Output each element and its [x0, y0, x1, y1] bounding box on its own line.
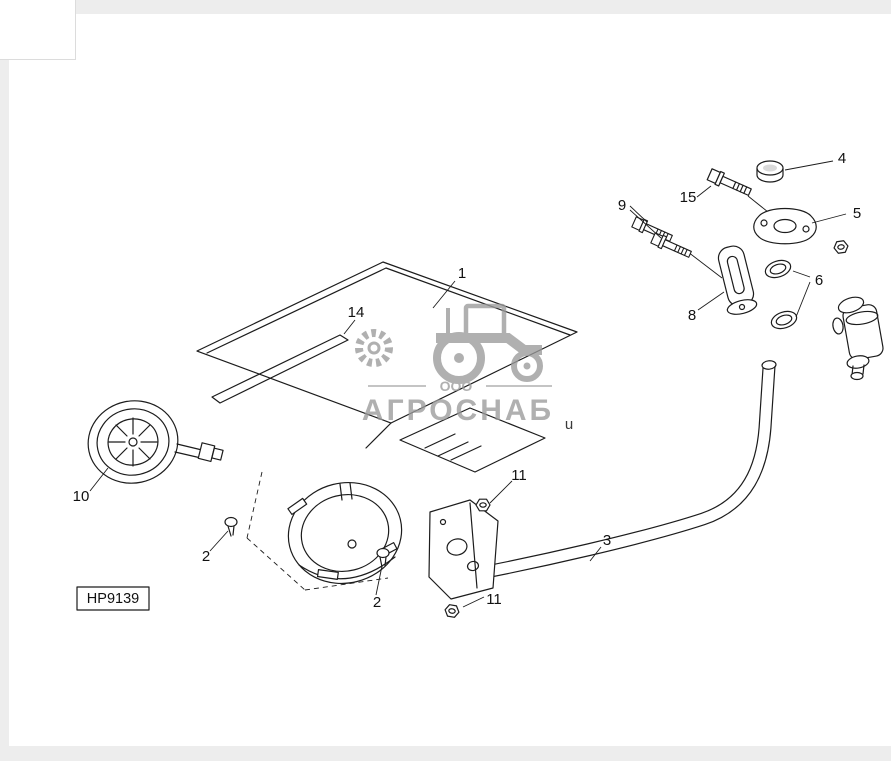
bolt-part-15 — [706, 167, 754, 200]
upper-assembly — [630, 160, 884, 381]
fuel-line-part — [448, 360, 777, 585]
leader-lines — [89, 160, 847, 608]
hood-panel-part — [196, 261, 578, 473]
clamp-ring-part — [246, 471, 403, 591]
stray-glyph: u — [565, 416, 573, 433]
figure-label: HP9139 — [76, 586, 150, 611]
callout-6: 6 — [815, 272, 823, 289]
figure-label-text: HP9139 — [87, 591, 139, 607]
gear-icon — [355, 329, 393, 367]
callout-4: 4 — [838, 150, 846, 167]
watermark-company-name: АГРОСНАБ — [362, 394, 554, 427]
screw-part-lower — [376, 547, 390, 568]
callout-5: 5 — [853, 205, 861, 222]
nut-part-upper — [475, 498, 491, 512]
tractor-icon — [433, 303, 543, 384]
bracket-plate-part — [428, 499, 499, 600]
nut-part-right — [832, 239, 850, 255]
page-margin-left — [0, 0, 9, 746]
callout-15: 15 — [680, 189, 697, 206]
clamp-part — [753, 207, 817, 245]
page-margin-top — [0, 0, 891, 14]
valve-part — [832, 296, 884, 381]
lamp-part — [87, 400, 224, 484]
callout-3: 3 — [603, 532, 611, 549]
cap-part — [756, 160, 784, 183]
standoff-bracket-part — [717, 245, 758, 315]
callout-14: 14 — [348, 304, 365, 321]
watermark-org-form: ООО — [440, 378, 473, 394]
callout-numbers: 1 14 4 15 9 5 6 8 10 11 2 2 11 3 — [73, 150, 862, 611]
seal-rings-part — [764, 259, 798, 330]
callout-2a: 2 — [202, 548, 210, 565]
screw-part-left — [224, 516, 238, 537]
corner-box — [0, 0, 76, 60]
watermark: ООО АГРОСНАБ — [355, 303, 554, 427]
callout-8: 8 — [688, 307, 696, 324]
callout-9: 9 — [618, 197, 626, 214]
callout-1: 1 — [458, 265, 466, 282]
nut-part-lower — [443, 603, 461, 619]
callout-2b: 2 — [373, 594, 381, 611]
callout-11b: 11 — [486, 591, 502, 608]
callout-10: 10 — [73, 488, 90, 505]
page-margin-bottom — [0, 746, 891, 761]
callout-11a: 11 — [511, 467, 527, 484]
